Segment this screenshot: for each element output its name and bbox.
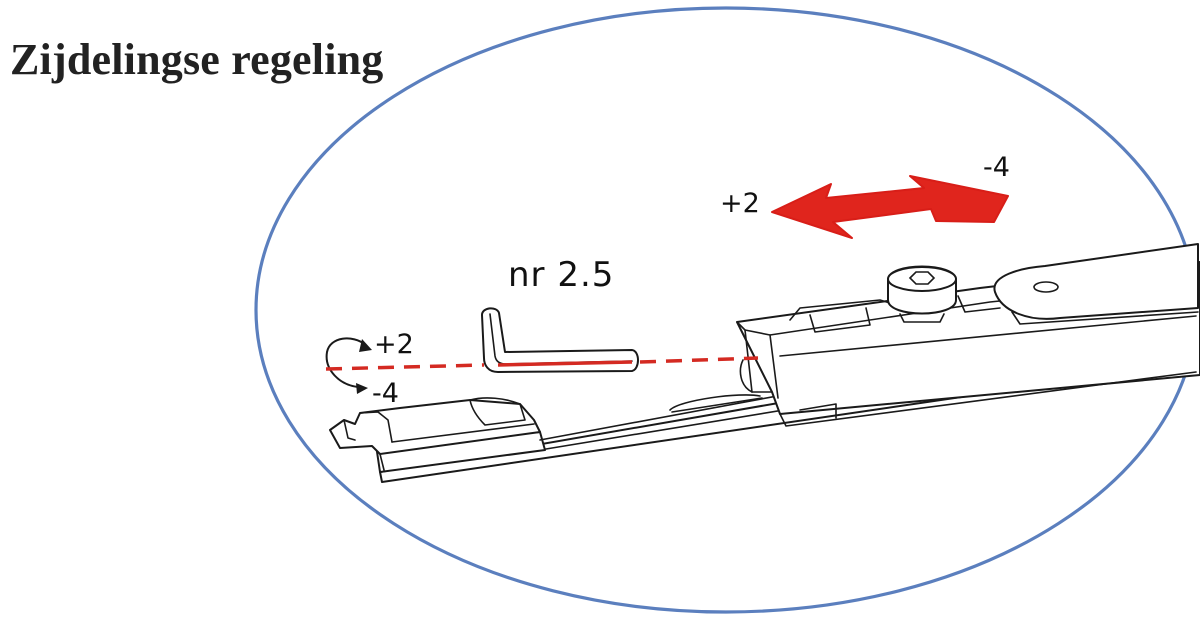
direction-minus-label: -4 (983, 152, 1010, 183)
hinge-arm (993, 243, 1199, 325)
rotation-plus-label: +2 (374, 329, 414, 360)
rotation-arrow-icon (325, 337, 372, 394)
direction-plus-label: +2 (720, 188, 760, 219)
double-headed-arrow-icon (771, 175, 1009, 239)
alignment-guide-line (325, 356, 759, 371)
slider-end-piece (329, 397, 541, 471)
rotation-minus-label: -4 (372, 378, 399, 409)
socket-screw (887, 265, 957, 323)
tool-size-label: nr 2.5 (508, 255, 614, 295)
diagram-title: Zijdelingse regeling (10, 35, 384, 84)
